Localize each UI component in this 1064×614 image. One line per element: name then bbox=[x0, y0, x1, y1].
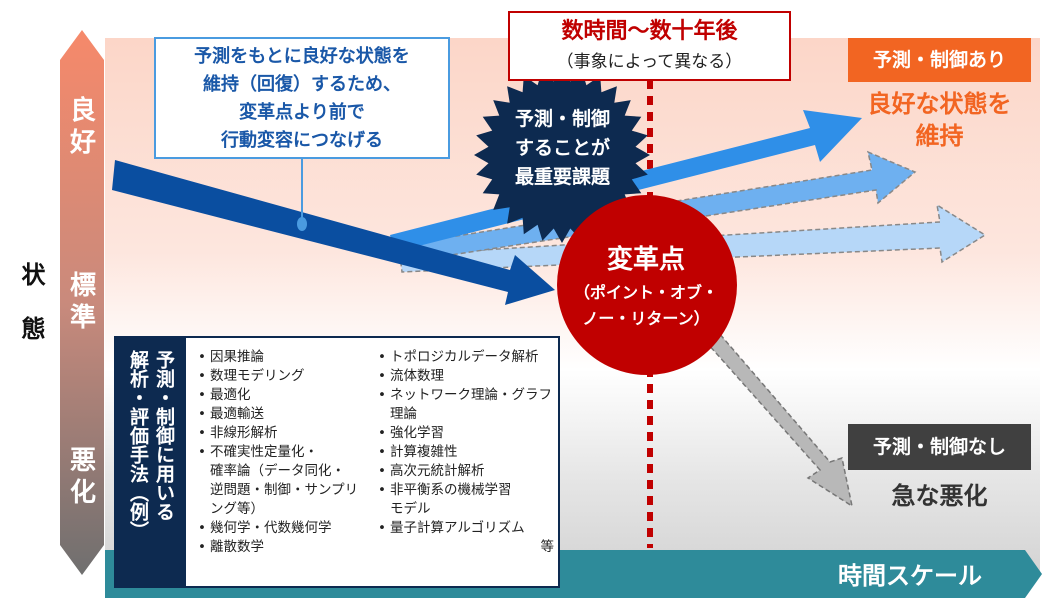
tipping-point-circle bbox=[557, 195, 737, 375]
method-item: 高次元統計解析 bbox=[378, 462, 554, 481]
without-control-label: 予測・制御なし bbox=[848, 424, 1031, 470]
methods-list-left: 因果推論数理モデリング最適化最適輸送非線形解析不確実性定量化・確率論（データ同化… bbox=[198, 348, 376, 557]
callout-box: 予測をもとに良好な状態を 維持（回復）するため、 変革点より前で 行動変容につな… bbox=[154, 37, 450, 159]
method-item: 最適化 bbox=[198, 386, 376, 405]
method-item: ネットワーク理論・グラフ bbox=[378, 386, 554, 405]
level-good: 良好 bbox=[69, 96, 96, 158]
priority-starburst bbox=[474, 67, 650, 243]
method-item: 因果推論 bbox=[198, 348, 376, 367]
method-item: 確率論（データ同化・ bbox=[210, 463, 345, 479]
burst-line: することが bbox=[514, 137, 610, 159]
method-item: ング等） bbox=[210, 501, 264, 517]
method-item: 強化学習 bbox=[378, 424, 554, 443]
tipping-point-subtitle: ノー・リターン） bbox=[582, 309, 710, 328]
method-item: 幾何学・代数幾何学 bbox=[198, 519, 376, 538]
with-control-label: 予測・制御あり bbox=[848, 38, 1031, 82]
method-item: モデル bbox=[390, 501, 431, 517]
decline-arrow bbox=[698, 323, 854, 508]
method-item: 理論 bbox=[390, 406, 417, 422]
method-item: トポロジカルデータ解析 bbox=[378, 348, 554, 367]
level-standard: 標準 bbox=[69, 271, 96, 333]
without-control-outcome: 急な悪化 bbox=[891, 482, 988, 510]
burst-line: 最重要課題 bbox=[514, 166, 610, 188]
tipping-point-text: 変革点 （ポイント・オブ・ ノー・リターン） bbox=[560, 240, 732, 332]
callout-line: 維持（回復）するため、 bbox=[203, 74, 401, 95]
timeframe-title: 数時間～数十年後 bbox=[561, 19, 738, 44]
method-item: 量子計算アルゴリズム bbox=[378, 519, 554, 538]
method-item: 最適輸送 bbox=[198, 405, 376, 424]
state-axis-arrow bbox=[60, 30, 104, 575]
methods-heading: 予測・制御に用いる 解析・評価手法（例） bbox=[116, 338, 186, 586]
timeframe-box: 数時間～数十年後 （事象によって異なる） bbox=[508, 11, 791, 81]
callout-line: 予測をもとに良好な状態を bbox=[194, 46, 410, 67]
method-item: 非線形解析 bbox=[198, 424, 376, 443]
method-item: 計算複雑性 bbox=[378, 443, 554, 462]
level-bad: 悪化 bbox=[69, 446, 96, 508]
methods-heading-col: 予測・制御に用いる bbox=[153, 350, 175, 521]
method-item: 不確実性定量化・ bbox=[198, 443, 376, 462]
time-scale-label: 時間スケール bbox=[838, 562, 982, 590]
method-item: 離散数学 bbox=[198, 538, 376, 557]
tipping-point-title: 変革点 bbox=[606, 245, 685, 275]
methods-list-right: トポロジカルデータ解析流体数理ネットワーク理論・グラフ理論強化学習計算複雑性高次… bbox=[378, 348, 554, 557]
burst-text: 予測・制御 することが 最重要課題 bbox=[480, 105, 645, 192]
timeframe-note: （事象によって異なる） bbox=[556, 52, 743, 72]
method-item: 逆問題・制御・サンプリ bbox=[210, 482, 359, 498]
methods-box: 予測・制御に用いる 解析・評価手法（例） 因果推論数理モデリング最適化最適輸送非… bbox=[114, 336, 560, 588]
with-control-outcome: 良好な状態を 維持 bbox=[848, 88, 1031, 152]
methods-heading-col: 解析・評価手法（例） bbox=[127, 350, 149, 540]
callout-dot bbox=[297, 217, 307, 231]
burst-line: 予測・制御 bbox=[514, 108, 610, 130]
tipping-point-subtitle: （ポイント・オブ・ bbox=[573, 283, 718, 302]
outcome-line: 良好な状態を bbox=[867, 90, 1012, 118]
callout-line: 変革点より前で bbox=[239, 102, 365, 123]
outcome-line: 維持 bbox=[915, 122, 964, 150]
method-item: 数理モデリング bbox=[198, 367, 376, 386]
current-trend-arrow bbox=[112, 160, 555, 305]
method-item: 流体数理 bbox=[378, 367, 554, 386]
method-item: 非平衡系の機械学習 bbox=[378, 481, 554, 500]
axis-title-1: 状態 bbox=[17, 262, 45, 370]
method-item: 等 bbox=[540, 539, 555, 555]
callout-line: 行動変容につなげる bbox=[221, 130, 383, 151]
